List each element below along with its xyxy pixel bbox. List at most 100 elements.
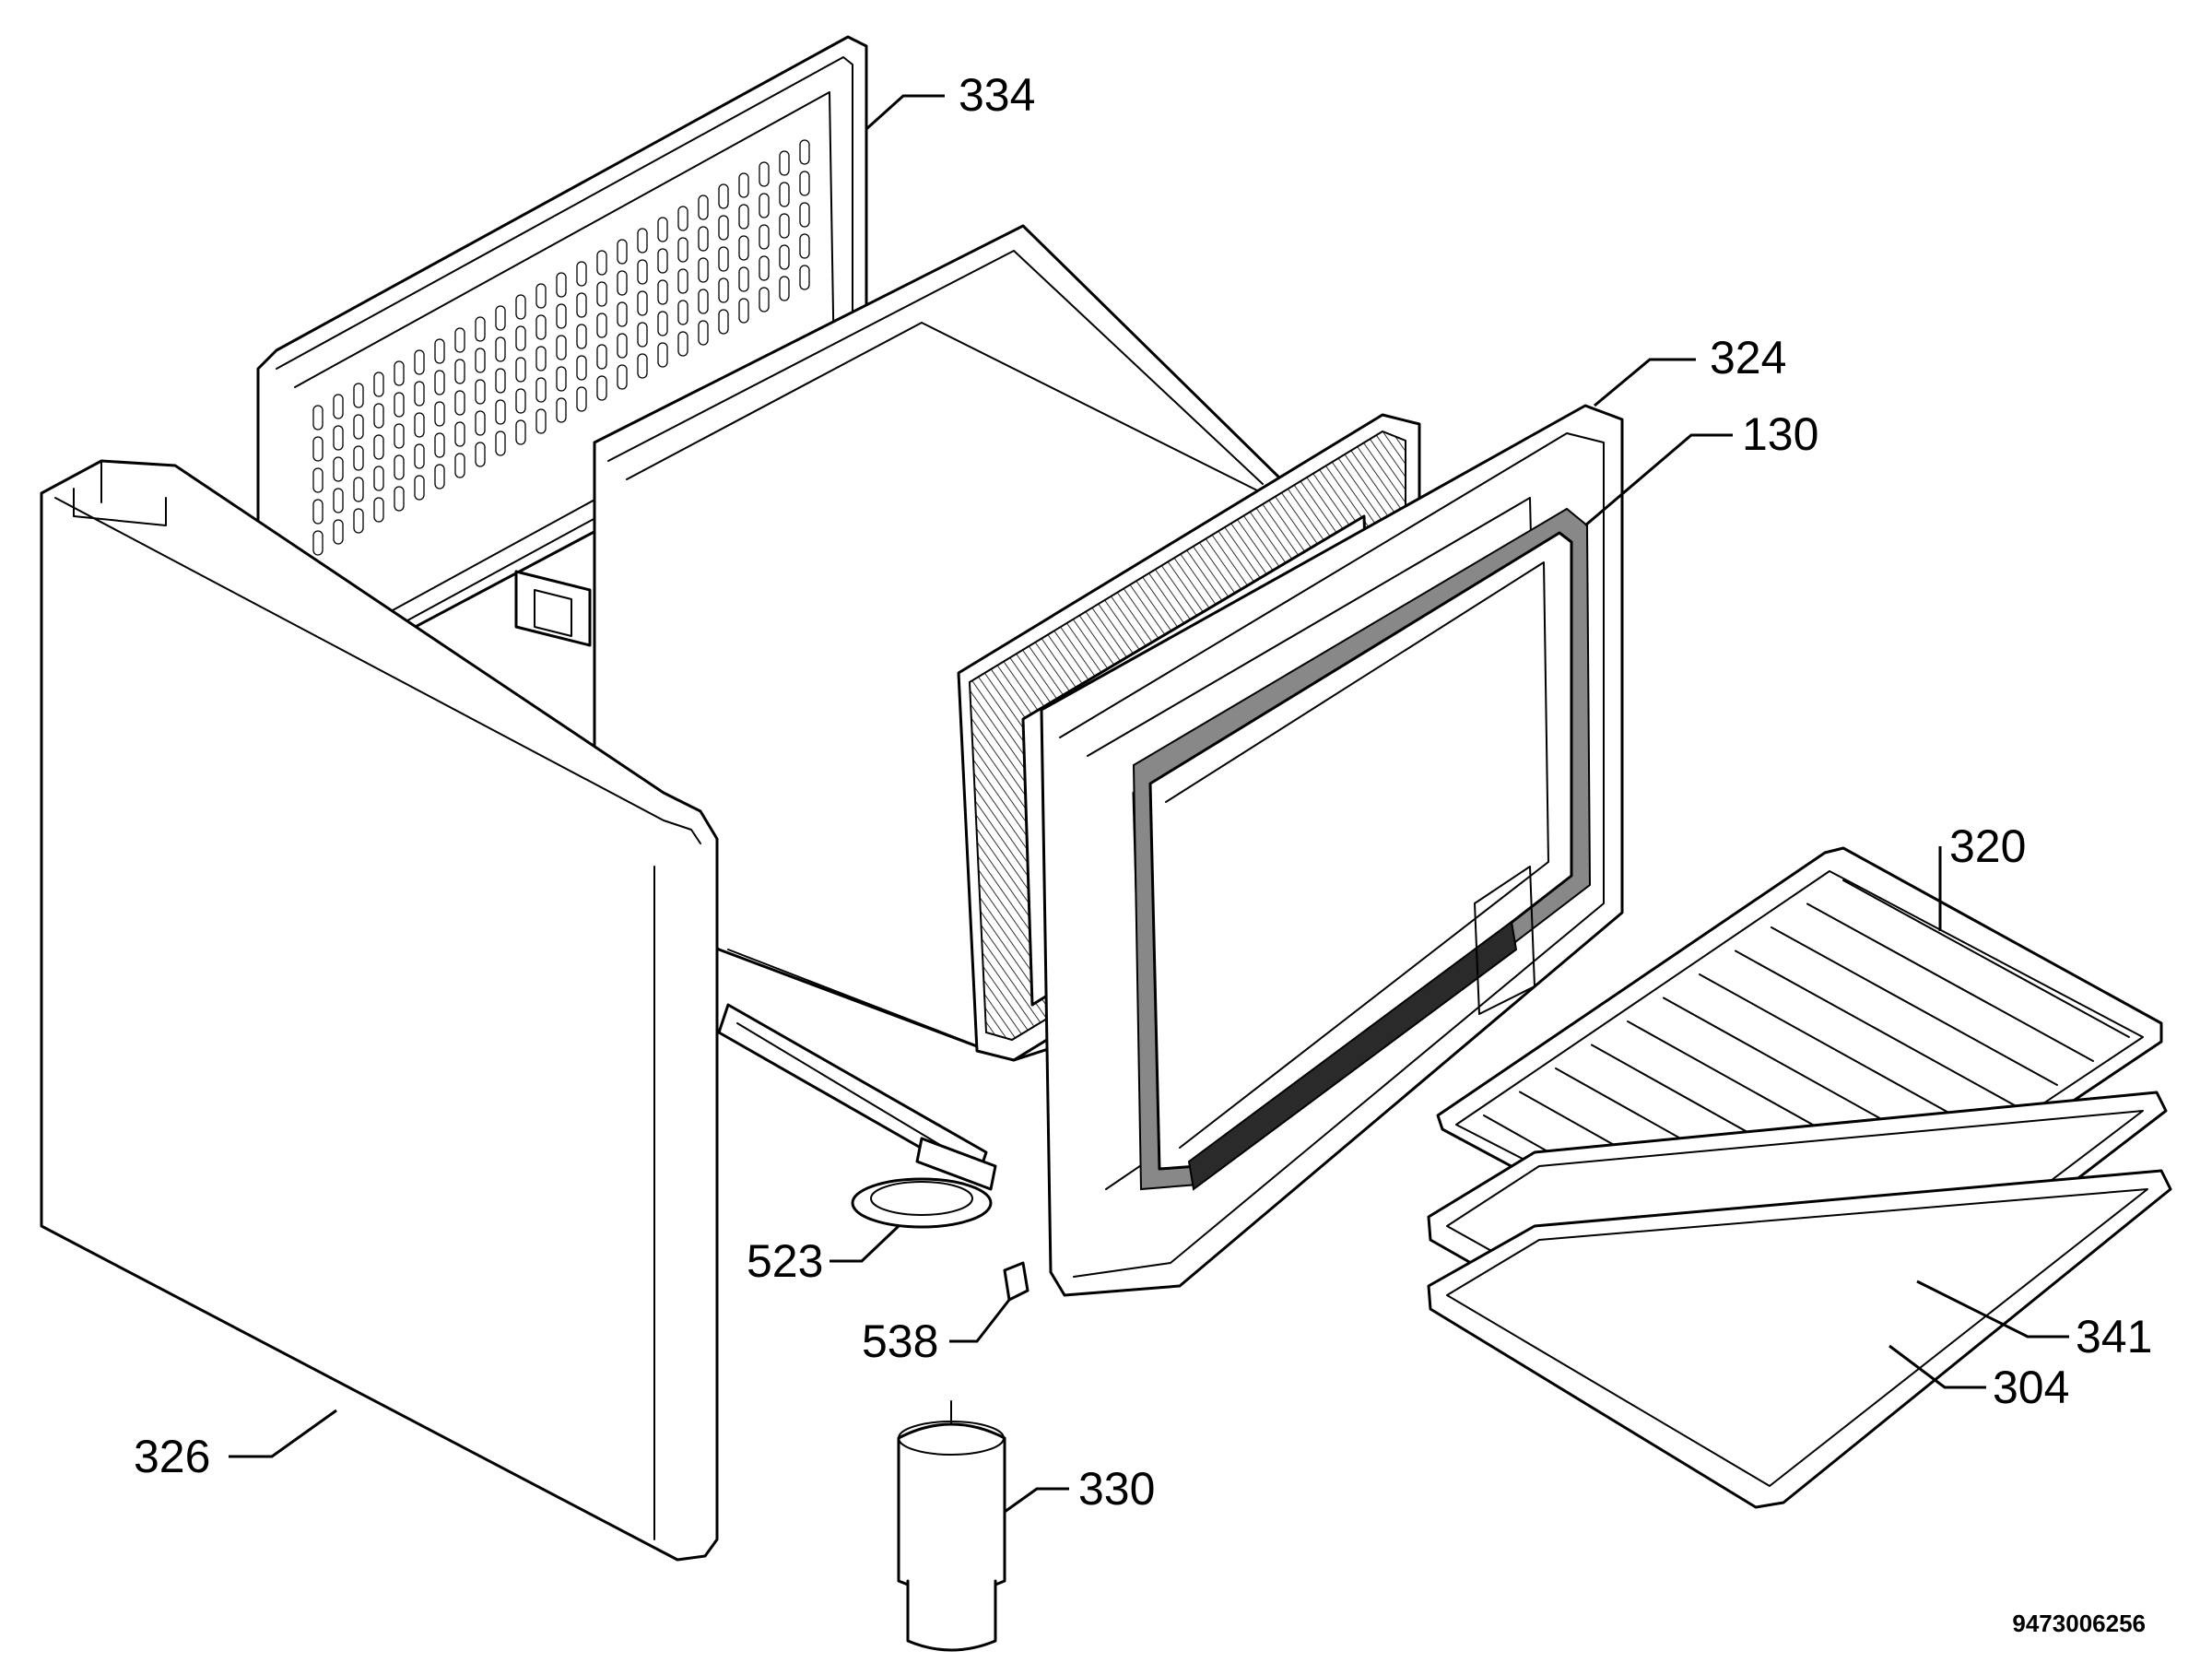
shelf-bar xyxy=(1699,973,1986,1134)
vent-slot xyxy=(698,226,709,252)
vent-slot xyxy=(312,499,324,525)
vent-slot xyxy=(414,412,425,438)
vent-slot xyxy=(698,289,709,314)
callout-334: 334 xyxy=(959,69,1035,121)
callout-326: 326 xyxy=(134,1431,210,1482)
vent-slot xyxy=(576,261,587,287)
callout-320: 320 xyxy=(1949,820,2026,872)
vent-slot xyxy=(718,215,729,241)
vent-slot xyxy=(637,322,648,348)
vent-slot xyxy=(677,331,688,357)
vent-slot xyxy=(312,530,324,556)
callout-labels: 334 324 130 320 341 304 523 538 326 330 xyxy=(134,69,2152,1515)
leader-324 xyxy=(1594,358,1696,407)
vent-slot xyxy=(535,283,547,309)
shelf-bar xyxy=(1806,902,2094,1062)
vent-slot xyxy=(556,272,567,298)
vent-slot xyxy=(617,270,628,296)
vent-slot xyxy=(373,497,384,523)
vent-slot xyxy=(434,401,445,427)
baking-tray-304 xyxy=(1427,1169,2172,1509)
shelf-bar xyxy=(1842,879,2130,1038)
vent-slot xyxy=(373,403,384,429)
vent-slot xyxy=(475,442,486,467)
document-number: 9473006256 xyxy=(2012,1610,2146,1637)
vent-slot xyxy=(738,204,749,230)
vent-slot xyxy=(556,303,567,329)
vent-slot xyxy=(637,290,648,316)
vent-slot xyxy=(454,390,465,416)
vent-slot xyxy=(799,265,810,290)
vent-slot xyxy=(414,381,425,407)
vent-slot xyxy=(515,388,526,414)
rear-panel-vent-slots xyxy=(312,139,810,556)
vent-slot xyxy=(738,266,749,292)
callout-330: 330 xyxy=(1078,1463,1155,1515)
vent-slot xyxy=(394,486,405,512)
vent-slot xyxy=(657,311,668,336)
vent-slot xyxy=(617,333,628,359)
vent-slot xyxy=(637,228,648,254)
vent-slot xyxy=(556,366,567,392)
vent-slot xyxy=(657,217,668,242)
vent-slot xyxy=(759,224,770,250)
vent-slot xyxy=(799,202,810,228)
vent-slot xyxy=(698,320,709,346)
vent-slot xyxy=(333,425,344,451)
vent-slot xyxy=(596,344,607,370)
vent-slot xyxy=(657,248,668,274)
leader-130 xyxy=(1584,433,1733,527)
vent-slot xyxy=(475,316,486,342)
vent-slot xyxy=(333,456,344,482)
vent-slot xyxy=(718,246,729,272)
vent-slot xyxy=(738,172,749,198)
vent-slot xyxy=(718,183,729,209)
vent-slot xyxy=(333,488,344,513)
vent-slot xyxy=(596,313,607,338)
vent-slot xyxy=(576,386,587,412)
vent-slot xyxy=(495,305,506,331)
leader-334 xyxy=(865,94,945,131)
vent-slot xyxy=(759,287,770,313)
vent-slot xyxy=(394,392,405,418)
vent-slot xyxy=(434,432,445,458)
vent-slot xyxy=(637,353,648,379)
vent-slot xyxy=(394,454,405,480)
vent-slot xyxy=(495,368,506,394)
vent-slot xyxy=(475,348,486,373)
vent-slot xyxy=(535,377,547,403)
vent-slot xyxy=(576,324,587,349)
callout-324: 324 xyxy=(1710,332,1786,383)
vent-slot xyxy=(495,430,506,456)
callout-304: 304 xyxy=(1993,1362,2069,1413)
vent-slot xyxy=(515,294,526,320)
vent-slot xyxy=(373,372,384,397)
vent-slot xyxy=(353,477,364,502)
leader-523 xyxy=(830,1224,900,1263)
vent-slot xyxy=(515,357,526,383)
vent-slot xyxy=(657,279,668,305)
vent-slot xyxy=(576,292,587,318)
vent-slot xyxy=(454,359,465,384)
vent-slot xyxy=(353,383,364,408)
hinge-wheel-523 xyxy=(851,1177,993,1229)
vent-slot xyxy=(718,277,729,303)
vent-slot xyxy=(394,423,405,449)
vent-slot xyxy=(556,335,567,360)
vent-slot xyxy=(353,445,364,471)
vent-slot xyxy=(475,379,486,405)
vent-slot xyxy=(738,298,749,324)
vent-slot xyxy=(454,327,465,353)
vent-slot xyxy=(738,235,749,261)
vent-slot xyxy=(333,394,344,419)
vent-slot xyxy=(414,475,425,501)
vent-slot xyxy=(799,233,810,259)
vent-slot xyxy=(657,342,668,368)
vent-slot xyxy=(677,300,688,325)
vent-slot xyxy=(515,419,526,445)
vent-slot xyxy=(535,314,547,340)
leader-538 xyxy=(949,1299,1011,1343)
callout-523: 523 xyxy=(747,1235,823,1287)
vent-slot xyxy=(799,171,810,196)
